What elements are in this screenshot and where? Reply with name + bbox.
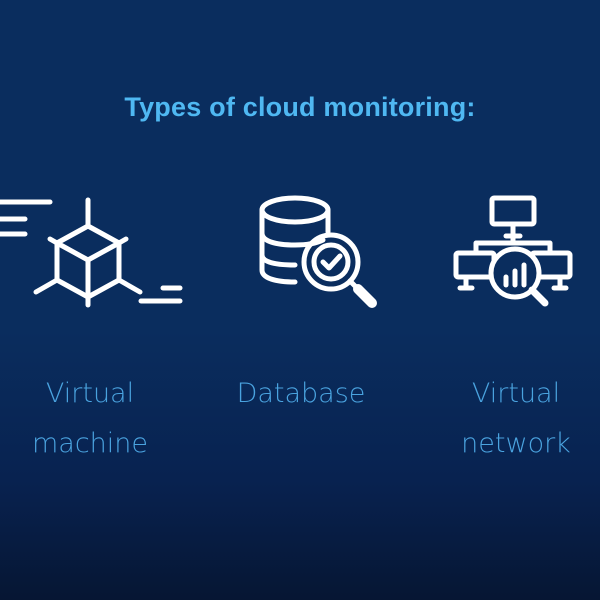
virtual-machine-cube-icon [0,188,200,318]
label-line2: machine [31,428,149,459]
label-virtual-machine: Virtual machine [0,369,190,469]
label-database: Database [201,369,401,419]
label-line1: Virtual [45,378,135,409]
label-line1: Database [236,378,366,409]
network-search-chart-icon [452,193,582,313]
label-line1: Virtual [471,378,561,409]
page-title: Types of cloud monitoring: [124,92,476,122]
database-search-check-icon [255,190,385,315]
label-virtual-network: Virtual network [416,369,600,469]
label-line2: network [461,428,571,459]
